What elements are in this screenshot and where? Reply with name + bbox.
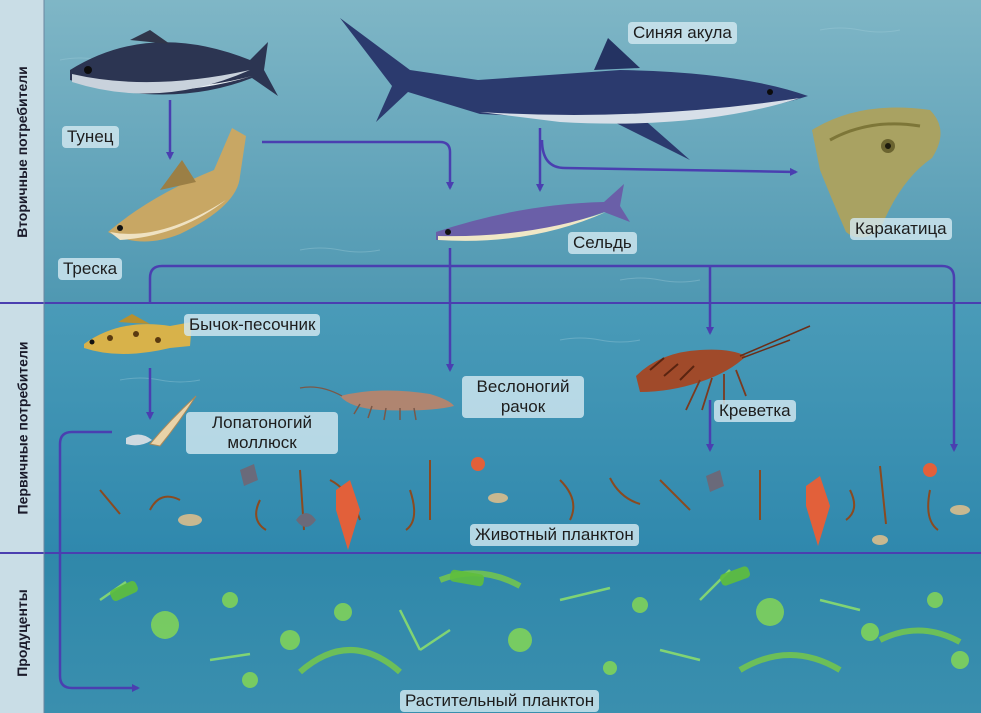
label-herring: Сельдь — [568, 232, 637, 254]
label-phytoplankton: Растительный планктон — [400, 690, 599, 712]
label-cuttlefish: Каракатица — [850, 218, 952, 240]
label-copepod: Веслоногий рачок — [462, 376, 584, 418]
label-shrimp: Креветка — [714, 400, 796, 422]
zone-label-primary: Первичные потребители — [0, 303, 44, 553]
label-cod: Треска — [58, 258, 122, 280]
label-goby: Бычок-песочник — [184, 314, 320, 336]
zone-label-secondary: Вторичные потребители — [0, 0, 44, 303]
label-zooplankton: Животный планктон — [470, 524, 639, 546]
label-blue-shark: Синяя акула — [628, 22, 737, 44]
label-tuna: Тунец — [62, 126, 119, 148]
label-pteropod: Лопатоногий моллюск — [186, 412, 338, 454]
zone-label-producers: Продуценты — [0, 553, 44, 713]
